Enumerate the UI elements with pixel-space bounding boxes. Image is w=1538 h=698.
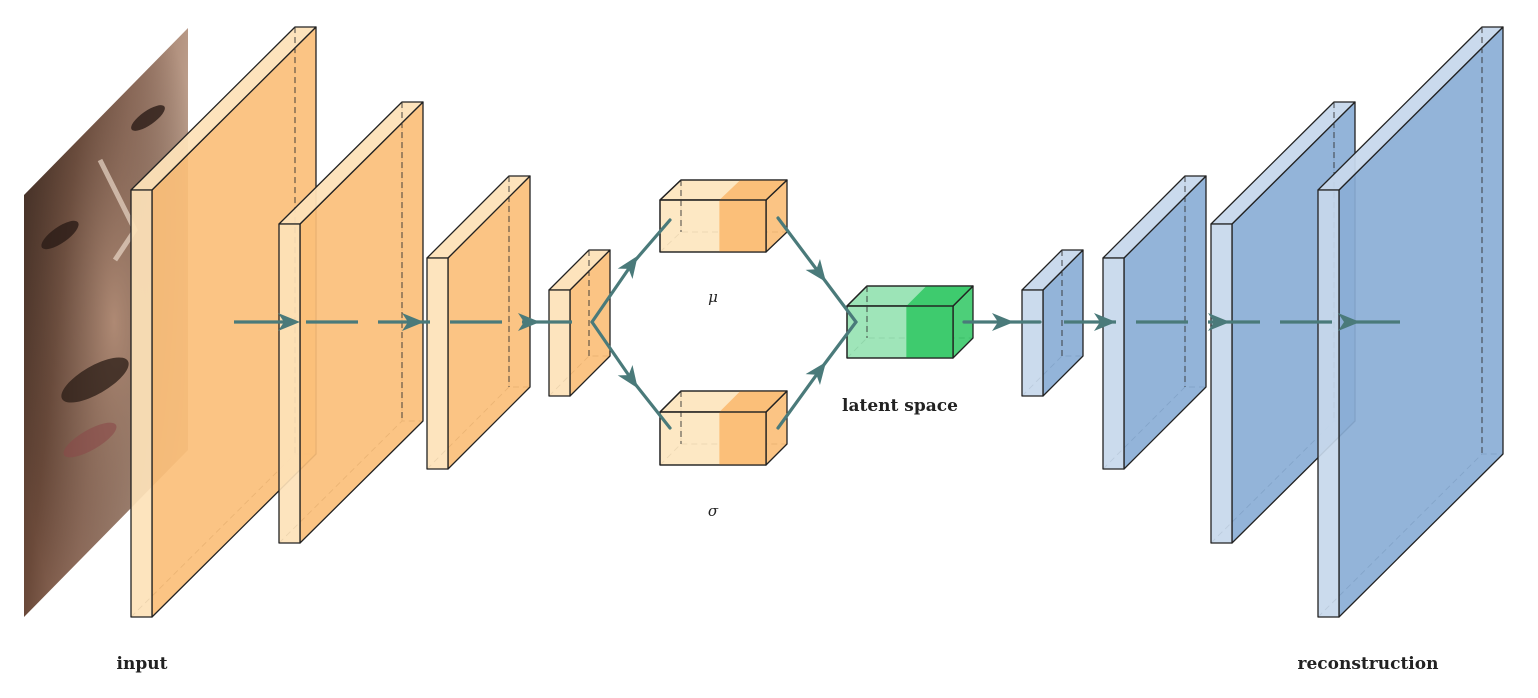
- mu-label: μ: [708, 288, 718, 306]
- decoder-layer-1: [1021, 249, 1084, 397]
- arrow-right-icon: [1094, 313, 1116, 331]
- arrow-right-icon: [805, 362, 827, 385]
- latent-space-block: [846, 285, 974, 359]
- arrow-right-icon: [992, 313, 1014, 331]
- input-label: input: [117, 654, 168, 674]
- encoder-layer-2: [278, 101, 424, 544]
- arrow-right-icon: [617, 255, 638, 279]
- arrow-right-icon: [278, 313, 300, 331]
- sigma-label: σ: [708, 502, 719, 520]
- arrowheads: [278, 255, 1360, 389]
- arrow-right-icon: [402, 313, 424, 331]
- sigma-block: [659, 390, 788, 466]
- mu-block: [659, 179, 788, 253]
- reconstruction-label: reconstruction: [1298, 654, 1439, 674]
- latent-space-label: latent space: [842, 396, 958, 416]
- arrow-right-icon: [1338, 313, 1360, 331]
- arrow-right-icon: [805, 259, 827, 282]
- decoder-layer-4: [1317, 26, 1504, 618]
- arrow-right-icon: [617, 365, 638, 389]
- arrow-right-icon: [1208, 313, 1230, 331]
- arrow-right-icon: [518, 313, 540, 331]
- encoder-layer-4: [548, 249, 611, 397]
